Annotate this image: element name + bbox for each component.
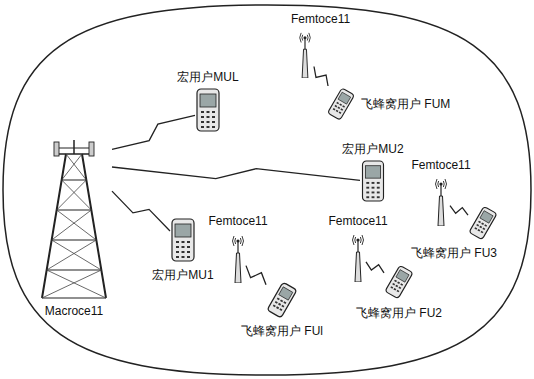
femtocell-user-phone-icon	[266, 280, 298, 320]
mobile-phone: 宏用户MUL	[195, 88, 221, 132]
mobile-phone-icon	[195, 88, 221, 132]
wireless-link	[314, 67, 328, 87]
femtocell-user-phone: 飞蜂窝用户 FU3	[468, 204, 498, 242]
device-label: 飞蜂窝用户 FU2	[355, 306, 443, 320]
femtocell-antenna: Femtoce11	[230, 232, 246, 284]
femtocell-user-phone-icon	[384, 262, 414, 302]
wireless-link	[112, 115, 195, 149]
femtocell-antenna: Femtoce11	[432, 176, 450, 226]
femtocell-antenna: Femtoce11	[350, 232, 366, 282]
mobile-phone-icon	[170, 216, 196, 264]
base-station: Macroce11	[36, 140, 112, 300]
device-label: 飞蜂窝用户 FUM	[360, 97, 451, 111]
femtocell-user-phone: 飞蜂窝用户 FUl	[266, 280, 298, 320]
femtocell-antenna: Femtoce11	[296, 30, 314, 78]
femtocell-antenna-icon	[432, 176, 450, 226]
device-label: Femtoce11	[410, 158, 471, 172]
femtocell-user-phone: 飞蜂窝用户 FUM	[326, 86, 356, 122]
wireless-link	[112, 191, 170, 231]
mobile-phone: 宏用户MU2	[360, 160, 386, 202]
mobile-phone-icon	[360, 160, 386, 202]
device-label: 宏用户MU2	[341, 142, 404, 156]
femtocell-antenna-icon	[350, 232, 366, 282]
device-label: 宏用户MUL	[176, 70, 239, 84]
femtocell-antenna-icon	[296, 30, 314, 78]
wireless-link	[366, 262, 384, 273]
coverage-area	[3, 5, 531, 375]
device-label: Femtoce11	[207, 214, 268, 228]
femtocell-user-phone: 飞蜂窝用户 FU2	[384, 262, 414, 302]
mobile-phone: 宏用户MU1	[170, 216, 196, 264]
wireless-link	[450, 206, 468, 215]
device-label: Femtoce11	[290, 12, 351, 26]
wireless-link	[112, 167, 360, 180]
wireless-link	[246, 266, 266, 285]
device-label: 飞蜂窝用户 FU3	[410, 246, 498, 260]
device-label: 宏用户MU1	[151, 268, 214, 282]
device-label: Macroce11	[44, 304, 104, 318]
femtocell-antenna-icon	[230, 232, 246, 284]
device-label: 飞蜂窝用户 FUl	[240, 324, 324, 338]
femtocell-user-phone-icon	[326, 86, 356, 122]
femtocell-user-phone-icon	[468, 204, 498, 242]
device-label: Femtoce11	[327, 214, 388, 228]
base-station-icon	[36, 140, 112, 300]
